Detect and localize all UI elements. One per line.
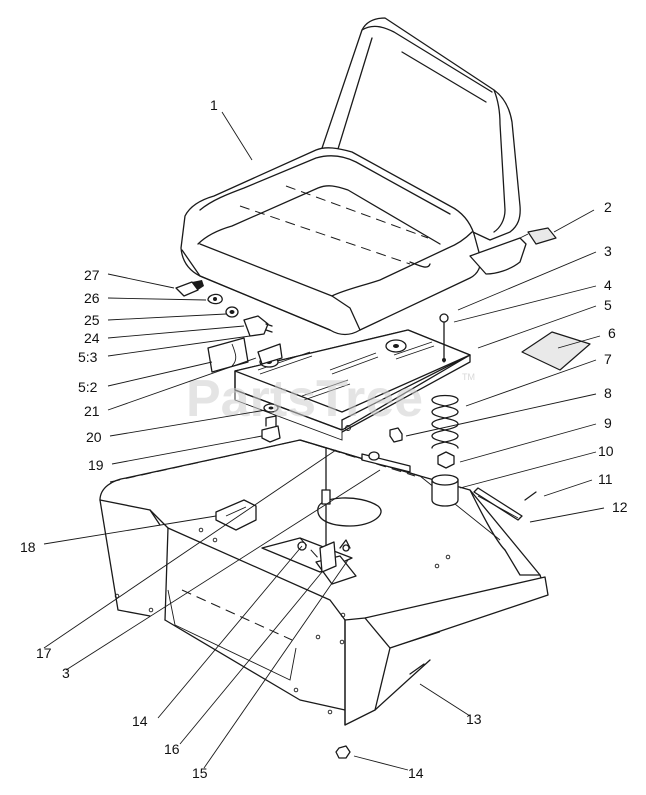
callout-2: 2	[604, 199, 612, 215]
callout-3-lower: 3	[62, 665, 70, 681]
callout-labels: 1 2 3 4 5 6 7 8 9 10 11 12 27 26 25 24 5…	[20, 97, 628, 781]
right-hardware	[335, 331, 591, 759]
spring	[431, 394, 459, 449]
callout-19: 19	[88, 457, 104, 473]
callout-8: 8	[604, 385, 612, 401]
callout-5-2: 5:2	[78, 379, 98, 395]
callout-21: 21	[84, 403, 100, 419]
callout-13: 13	[466, 711, 482, 727]
callout-15: 15	[192, 765, 208, 781]
callout-14-upper: 14	[132, 713, 148, 729]
seat-plate	[234, 329, 471, 441]
leader-lines	[43, 111, 605, 771]
seat-switch-assembly	[297, 447, 357, 585]
callout-6: 6	[608, 325, 616, 341]
callout-5: 5	[604, 297, 612, 313]
fender-body	[99, 439, 549, 726]
seat-cushion	[180, 17, 557, 336]
watermark: PartsTree TM	[186, 370, 475, 428]
callout-1: 1	[210, 97, 218, 113]
callout-12: 12	[612, 499, 628, 515]
callout-25: 25	[84, 312, 100, 328]
callout-20: 20	[86, 429, 102, 445]
watermark-trademark: TM	[462, 372, 475, 382]
callout-24: 24	[84, 330, 100, 346]
callout-14-lower: 14	[408, 765, 424, 781]
callout-3-upper: 3	[604, 243, 612, 259]
callout-16: 16	[164, 741, 180, 757]
callout-10: 10	[598, 443, 614, 459]
watermark-text: PartsTree	[186, 370, 423, 428]
left-hardware	[175, 280, 283, 373]
callout-18: 18	[20, 539, 36, 555]
callout-9: 9	[604, 415, 612, 431]
callout-4: 4	[604, 277, 612, 293]
callout-7: 7	[604, 351, 612, 367]
callout-26: 26	[84, 290, 100, 306]
callout-5-3: 5:3	[78, 349, 98, 365]
callout-17: 17	[36, 645, 52, 661]
spring-hardware	[261, 313, 459, 507]
callout-27: 27	[84, 267, 100, 283]
callout-11: 11	[598, 471, 613, 487]
